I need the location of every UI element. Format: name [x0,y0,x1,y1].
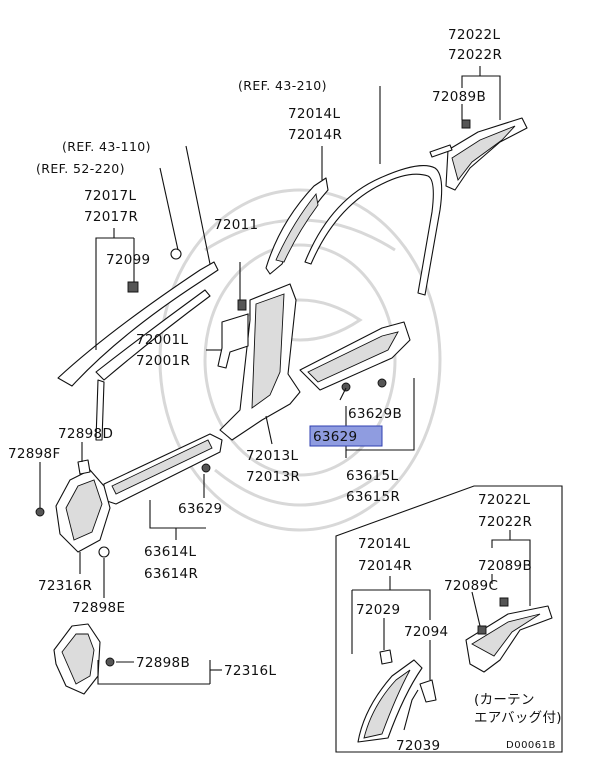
label-jp-line2: エアバッグ付) [474,710,562,726]
label-72099: 72099 [106,252,150,268]
label-72013L: 72013L [246,448,298,464]
label-72014L-top: 72014L [288,106,340,122]
label-72014R-box: 72014R [358,558,412,574]
label-63614R: 63614R [144,566,198,582]
label-72316R: 72316R [38,578,92,594]
label-72898F: 72898F [8,446,61,462]
label-72001L: 72001L [136,332,188,348]
cowl-side-trim-72316L [53,623,115,695]
label-ref-43-110: (REF. 43-110) [62,139,151,154]
label-63615R: 63615R [346,489,400,505]
label-72089B-box: 72089B [478,558,532,574]
label-63629B: 63629B [348,406,402,422]
label-72094: 72094 [404,624,448,640]
drawing-number: D00061B [506,740,556,751]
highlight-box-63629 [309,425,383,447]
label-63615L: 63615L [346,468,398,484]
label-72898D: 72898D [58,426,113,442]
label-72017L: 72017L [84,188,136,204]
front-pillar-trim-72017 [57,248,219,441]
scuff-plate-rear-63615 [299,321,411,392]
label-72014R-top: 72014R [288,127,342,143]
door-opening-weatherstrip [304,165,443,296]
rear-pillar-trim-72022 [429,117,528,191]
label-72013R: 72013R [246,469,300,485]
label-72022L-box: 72022L [478,492,530,508]
label-63614L: 63614L [144,544,196,560]
center-pillar-upper-trim [265,177,329,275]
curtain-airbag-variant-box [335,485,563,753]
label-63629-highlighted: 63629 [313,429,357,445]
center-pillar-lower-trim [219,283,301,441]
label-72316L: 72316L [224,663,276,679]
bracket-72001 [217,262,249,369]
label-ref-43-210: (REF. 43-210) [238,78,327,93]
label-72898E: 72898E [72,600,125,616]
label-ref-52-220: (REF. 52-220) [36,161,125,176]
cowl-side-trim-72316R [35,459,111,558]
label-72039: 72039 [396,738,440,754]
label-72089C: 72089C [444,578,498,594]
part-labels: 72022L 72022R (REF. 43-210) 72089B 72014… [8,27,562,754]
label-72029: 72029 [356,602,400,618]
label-72001R: 72001R [136,353,190,369]
label-63629: 63629 [178,501,222,517]
label-72089B-top: 72089B [432,89,486,105]
leader-lines [39,66,531,731]
label-72017R: 72017R [84,209,138,225]
label-72014L-box: 72014L [358,536,410,552]
label-72022L-top: 72022L [448,27,500,43]
label-72022R-top: 72022R [448,47,502,63]
label-72022R-box: 72022R [478,514,532,530]
label-72898B: 72898B [136,655,190,671]
label-72011: 72011 [214,217,258,233]
label-jp-line1: (カーテン [474,692,535,708]
